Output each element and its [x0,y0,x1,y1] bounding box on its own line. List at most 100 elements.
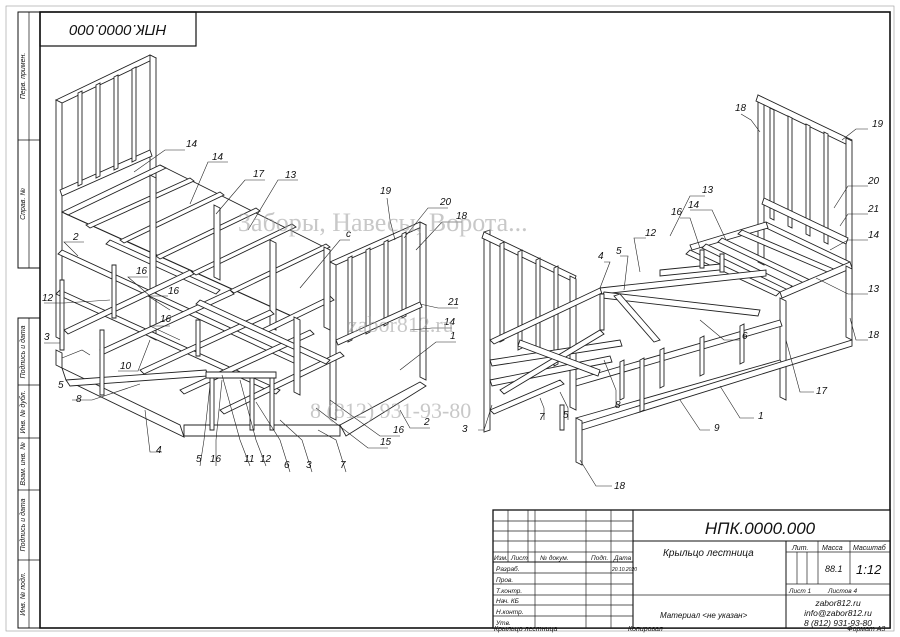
callout-right-14a: 14 [868,230,880,241]
sheet-label: Лист 1 [788,588,812,595]
callout-right-13b: 13 [702,185,714,196]
nach-label: Нач. КБ [496,598,519,605]
callout-left-16a: 16 [136,266,148,277]
callout-left-6: 6 [284,460,290,471]
drawing-name: Крыльцо лестница [663,548,754,559]
callout-left-21: 21 [447,297,459,308]
callout-right-5a: 5 [616,246,622,257]
drawing-code-rotated: НПК.0000.000 [69,21,167,38]
sheets-label: Листов 4 [827,588,857,595]
callout-left-13: 13 [285,170,297,181]
callout-right-18b: 18 [868,330,880,341]
prov-label: Пров. [496,577,513,584]
email: info@zabor812.ru [804,608,872,618]
phone: 8 (812) 931-93-80 [804,618,872,628]
callout-left-11: 11 [244,454,254,465]
data-header: Дата [613,555,632,562]
callout-left-16e: 16 [393,425,405,436]
doc-no-header: № докум. [540,554,569,562]
callout-right-5b: 5 [563,410,569,421]
podpis-data-label-2: Подпись и дата [19,498,27,551]
callout-left-8: 8 [76,394,82,405]
callout-right-21: 21 [867,204,879,215]
title-block: НПК.0000.000 Крыльцо лестница Изм. Лист … [492,509,891,629]
callout-left-10: 10 [120,361,132,372]
inv-dubl-label: Инв. № дубл. [19,390,27,433]
callout-right-17: 17 [816,386,828,397]
lit-label: Лит. [791,545,808,552]
sprav-no-label: Справ. № [20,188,27,220]
callout-leaders-right [478,113,868,487]
watermark-line2: zabor812.ru [348,312,454,337]
side-strip: Перв. примен. Справ. № Подпись и дата Ин… [17,11,41,629]
callout-left-12a: 12 [42,293,54,304]
utv-label: Утв. [495,620,511,627]
callout-leaders-left [44,149,462,473]
list-header: Лист [510,555,528,562]
watermark-line3: 8 (812) 931-93-80 [310,398,471,423]
site: zabor812.ru [814,598,861,608]
callout-left-18: 18 [456,211,468,222]
callout-right-16: 16 [671,207,683,218]
callout-right-9: 9 [714,423,720,434]
callout-right-20: 20 [867,176,880,187]
razrab-label: Разраб. [496,565,520,573]
callout-left-1: 1 [450,331,456,342]
drawing-code: НПК.0000.000 [705,519,816,538]
callout-left-12b: 12 [260,454,272,465]
footer-name: Крыльцо лестница [494,626,558,633]
scale-value: 1:12 [856,562,882,577]
mass-label: Масса [822,545,843,552]
right-isometric-view [481,94,853,466]
callout-left-15: 15 [380,437,392,448]
callout-left-c: c [346,229,351,240]
callout-left-16b: 16 [168,286,180,297]
podpis-data-label-1: Подпись и дата [19,325,27,378]
perv-primen-label: Перв. примен. [20,53,27,100]
scale-label: Масштаб [853,544,887,552]
callout-right-14b: 14 [688,200,700,211]
footer-format: Формат A3 [847,626,886,633]
callout-right-12: 12 [645,228,657,239]
nkontr-label: Н.контр. [496,609,524,616]
callout-left-5a: 5 [58,380,64,391]
mass-value: 88.1 [825,564,843,574]
izm-header: Изм. [494,555,508,562]
watermark: Заборы, Навесы, Ворота... zabor812.ru 8 … [238,208,528,423]
callout-right-8: 8 [615,400,621,411]
left-isometric-view [54,54,428,438]
callout-right-6: 6 [742,331,748,342]
callout-left-5b: 5 [196,454,202,465]
callout-right-3: 3 [462,424,468,435]
callouts-left: 14 14 17 13 2 16 16 12 3 16 5 10 8 4 5 1… [42,139,468,471]
callout-right-19: 19 [872,119,884,130]
footer-copied: Копировал [628,626,663,633]
callout-left-3a: 3 [44,332,50,343]
podp-header: Подп. [591,554,608,562]
callouts-right: 18 19 20 21 14 13 18 13 16 14 12 4 5 6 1… [462,103,884,492]
tkontr-label: Т.контр. [496,588,522,595]
outer-border [5,5,895,632]
callout-left-19: 19 [380,186,392,197]
callout-right-18c: 18 [614,481,626,492]
callout-left-14b: 14 [212,152,224,163]
callout-right-1: 1 [758,411,764,422]
callout-right-13a: 13 [868,284,880,295]
callout-left-14c: 14 [444,317,456,328]
callout-left-2a: 2 [72,232,79,243]
callout-right-18a: 18 [735,103,747,114]
callout-left-2b: 2 [423,417,430,428]
callout-left-14a: 14 [186,139,198,150]
callout-right-7: 7 [539,412,545,423]
callout-left-3b: 3 [306,460,312,471]
inv-podl-label: Инв. № подл. [19,572,27,615]
callout-left-4: 4 [156,445,162,456]
material: Материал <не указан> [660,611,748,620]
vzam-inv-label: Взам. инв. № [20,442,27,486]
callout-left-20: 20 [439,197,452,208]
callout-left-16d: 16 [210,454,222,465]
watermark-line1: Заборы, Навесы, Ворота... [238,208,528,237]
callout-left-17: 17 [253,169,265,180]
callout-left-16c: 16 [160,314,172,325]
